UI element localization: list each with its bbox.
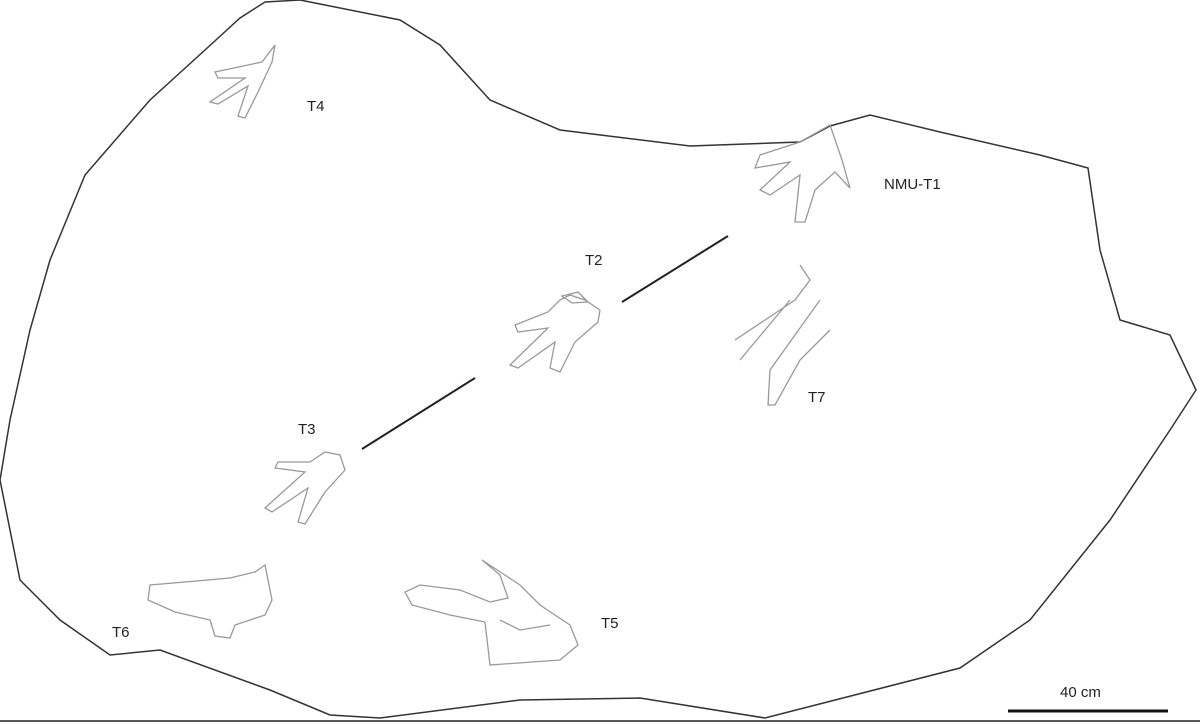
- scale-bar-label: 40 cm: [1060, 684, 1101, 701]
- label-t4: T4: [307, 98, 325, 115]
- footprint-t2: [508, 291, 601, 373]
- label-t6: T6: [112, 624, 130, 641]
- label-t7: T7: [808, 389, 826, 406]
- trackway-line-t3-t2: [361, 377, 476, 450]
- footprint-t7: [734, 264, 831, 406]
- footprint-t5: [404, 559, 579, 666]
- label-t2: T2: [585, 252, 603, 269]
- label-t5: T5: [601, 615, 619, 632]
- footprint-t6: [147, 563, 273, 639]
- label-t3: T3: [298, 421, 316, 438]
- label-nmu-t1: NMU-T1: [884, 176, 941, 193]
- footprint-nmu-t1: [753, 124, 851, 223]
- footprint-t3: [263, 451, 346, 525]
- footprint-t4: [208, 44, 276, 119]
- trackway-line-t2-t1: [621, 235, 729, 303]
